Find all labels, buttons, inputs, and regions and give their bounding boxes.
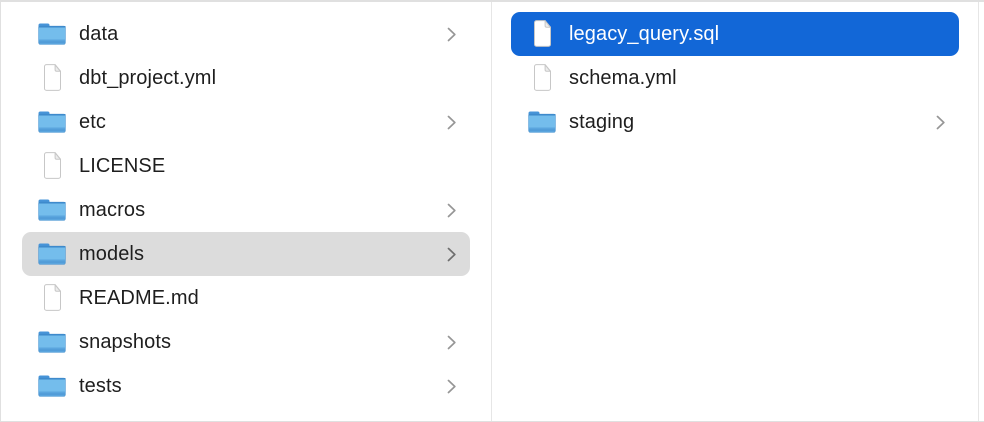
item-label: etc: [79, 110, 106, 133]
folder-icon: [36, 326, 68, 358]
item-label: staging: [569, 110, 635, 133]
item-label: schema.yml: [569, 66, 677, 89]
item-label: models: [79, 242, 145, 265]
list-item-etc[interactable]: etc: [22, 100, 470, 144]
item-label: snapshots: [79, 330, 172, 353]
folder-icon: [36, 370, 68, 402]
file-icon: [36, 150, 68, 182]
folder-icon: [36, 238, 68, 270]
list-item-schema.yml[interactable]: schema.yml: [511, 56, 959, 100]
file-column-2: legacy_query.sql schema.yml staging: [492, 2, 979, 421]
list-item-models[interactable]: models: [22, 232, 470, 276]
list-item-tests[interactable]: tests: [22, 364, 470, 408]
list-item-macros[interactable]: macros: [22, 188, 470, 232]
item-label: macros: [79, 198, 146, 221]
item-label: dbt_project.yml: [79, 66, 217, 89]
list-item-legacy_query.sql[interactable]: legacy_query.sql: [511, 12, 959, 56]
folder-icon: [36, 194, 68, 226]
item-label: tests: [79, 374, 122, 397]
list-item-data[interactable]: data: [22, 12, 470, 56]
file-icon: [36, 282, 68, 314]
chevron-right-icon[interactable]: [445, 377, 457, 395]
item-label: legacy_query.sql: [569, 22, 720, 45]
list-item-staging[interactable]: staging: [511, 100, 959, 144]
item-label: README.md: [79, 286, 199, 309]
chevron-right-icon[interactable]: [934, 113, 946, 131]
file-icon: [526, 62, 558, 94]
chevron-right-icon[interactable]: [445, 113, 457, 131]
column-filler: [979, 2, 984, 421]
item-label: data: [79, 22, 119, 45]
folder-icon: [36, 18, 68, 50]
file-column-1: data dbt_project.yml etc LICENSE: [1, 2, 492, 421]
folder-icon: [526, 106, 558, 138]
file-icon: [36, 62, 68, 94]
chevron-right-icon[interactable]: [445, 201, 457, 219]
list-item-dbt_project.yml[interactable]: dbt_project.yml: [22, 56, 470, 100]
chevron-right-icon[interactable]: [445, 333, 457, 351]
item-label: LICENSE: [79, 154, 166, 177]
list-item-README.md[interactable]: README.md: [22, 276, 470, 320]
file-icon: [526, 18, 558, 50]
list-item-LICENSE[interactable]: LICENSE: [22, 144, 470, 188]
folder-icon: [36, 106, 68, 138]
chevron-right-icon[interactable]: [445, 245, 457, 263]
chevron-right-icon[interactable]: [445, 25, 457, 43]
list-item-snapshots[interactable]: snapshots: [22, 320, 470, 364]
